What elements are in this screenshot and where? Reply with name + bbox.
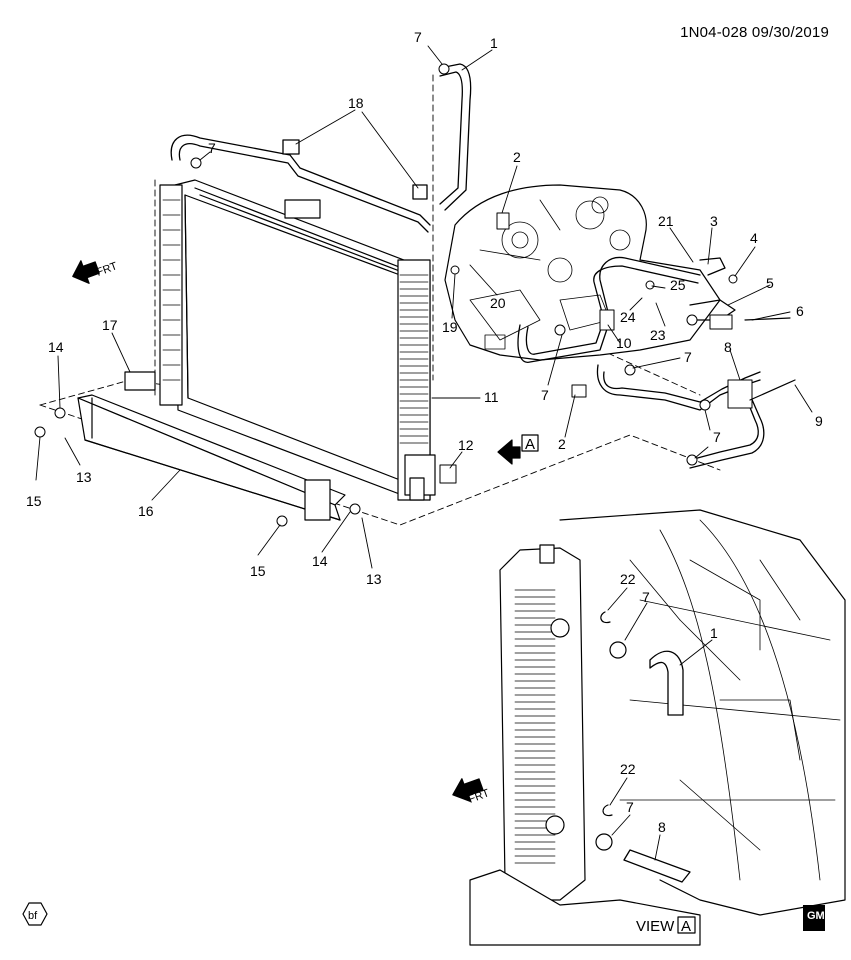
callout-10: 10 [616, 335, 632, 351]
document-id: 1N04-028 09/30/2019 [680, 24, 829, 41]
callout-2: 2 [513, 149, 521, 165]
footer-badge-shape [22, 902, 48, 926]
callout-13: 13 [76, 469, 92, 485]
callout-23: 23 [650, 327, 666, 343]
radiator [159, 179, 436, 501]
view-label-box [677, 916, 696, 934]
view-label: VIEW [636, 918, 675, 935]
view-a-inset [469, 509, 846, 946]
callout-7: 7 [414, 29, 422, 45]
callout-20: 20 [490, 295, 506, 311]
transmission [444, 184, 721, 361]
callout-7: 7 [713, 429, 721, 445]
callout-18: 18 [348, 95, 364, 111]
callout-5: 5 [766, 275, 774, 291]
callout-15: 15 [26, 493, 42, 509]
callout-25: 25 [670, 277, 686, 293]
callout-7: 7 [626, 799, 634, 815]
frt-label: FRT [95, 260, 119, 279]
view-a-marker: A [525, 436, 535, 453]
callout-17: 17 [102, 317, 118, 333]
callout-1: 1 [490, 35, 498, 51]
callout-1: 1 [710, 625, 718, 641]
gm-logo-text: GM [807, 910, 825, 922]
hose-upper [439, 63, 472, 211]
frt-arrow-inset [452, 778, 484, 802]
callout-11: 11 [484, 389, 499, 405]
callout-labels: 7 1 18 7 2 21 3 4 5 25 20 6 24 19 23 10 … [26, 29, 823, 835]
callout-8: 8 [658, 819, 666, 835]
callout-2: 2 [558, 436, 566, 452]
callout-16: 16 [138, 503, 154, 519]
view-label-marker: A [681, 918, 691, 935]
callout-12: 12 [458, 437, 474, 453]
callout-7: 7 [642, 589, 650, 605]
frt-arrow-top [72, 260, 100, 284]
callout-14: 14 [48, 339, 64, 355]
callout-6: 6 [796, 303, 804, 319]
callout-15: 15 [250, 563, 266, 579]
callout-19: 19 [442, 319, 458, 335]
footer-badge: bf [28, 910, 38, 922]
callout-7: 7 [541, 387, 549, 403]
callout-14: 14 [312, 553, 328, 569]
callout-22: 22 [620, 571, 636, 587]
callout-4: 4 [750, 230, 758, 246]
cooler-lines [517, 256, 765, 469]
callout-24: 24 [620, 309, 636, 325]
callout-21: 21 [658, 213, 674, 229]
callout-13: 13 [366, 571, 382, 587]
upper-cooler-pipe [170, 134, 431, 233]
gm-logo: GM [803, 905, 825, 931]
view-a-arrow [497, 434, 539, 465]
leader-lines [35, 45, 813, 569]
callout-22: 22 [620, 761, 636, 777]
callout-7: 7 [208, 140, 216, 156]
callout-3: 3 [710, 213, 718, 229]
oil-cooler [77, 371, 346, 521]
callout-8: 8 [724, 339, 732, 355]
callout-9: 9 [815, 413, 823, 429]
callout-7: 7 [684, 349, 692, 365]
